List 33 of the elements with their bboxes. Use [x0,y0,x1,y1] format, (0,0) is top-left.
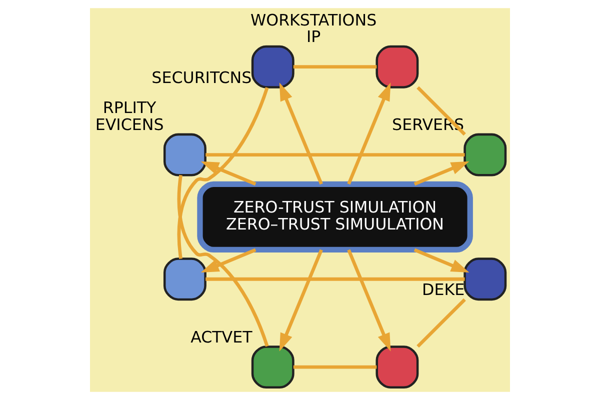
node-label: SERVERS [392,115,464,134]
arrow [279,82,323,185]
connector [177,87,269,259]
node-label: WORKSTATIONS [250,10,377,30]
connector [177,174,269,347]
node-label: IP [306,27,321,46]
node-label: RPLITY [102,98,156,118]
node-box [163,258,206,301]
node-label: ACTVET [190,327,252,346]
arrow [200,248,256,273]
node-label: EVICENS [95,115,164,134]
node-box [376,45,419,88]
arrow [347,82,391,185]
node-box [163,133,206,176]
node-box [376,346,419,389]
connector [293,365,377,369]
connector [206,277,465,281]
node-box [464,133,507,176]
arrow [414,248,470,273]
node-box [251,346,294,389]
node-box [251,45,294,88]
arrow [200,161,256,186]
node-label: SECURITCNS [152,68,252,87]
node-box: ZERO-TRUST SIMULATION ZERO–TRUST SIMUULATION [197,181,473,253]
arrow [347,249,391,352]
connector [416,298,466,348]
arrow [414,161,470,186]
node-box [464,258,507,301]
connector [293,65,377,69]
node-label: DEKE [422,280,465,300]
arrow [279,249,323,352]
connector [206,153,465,156]
connector [416,86,466,136]
